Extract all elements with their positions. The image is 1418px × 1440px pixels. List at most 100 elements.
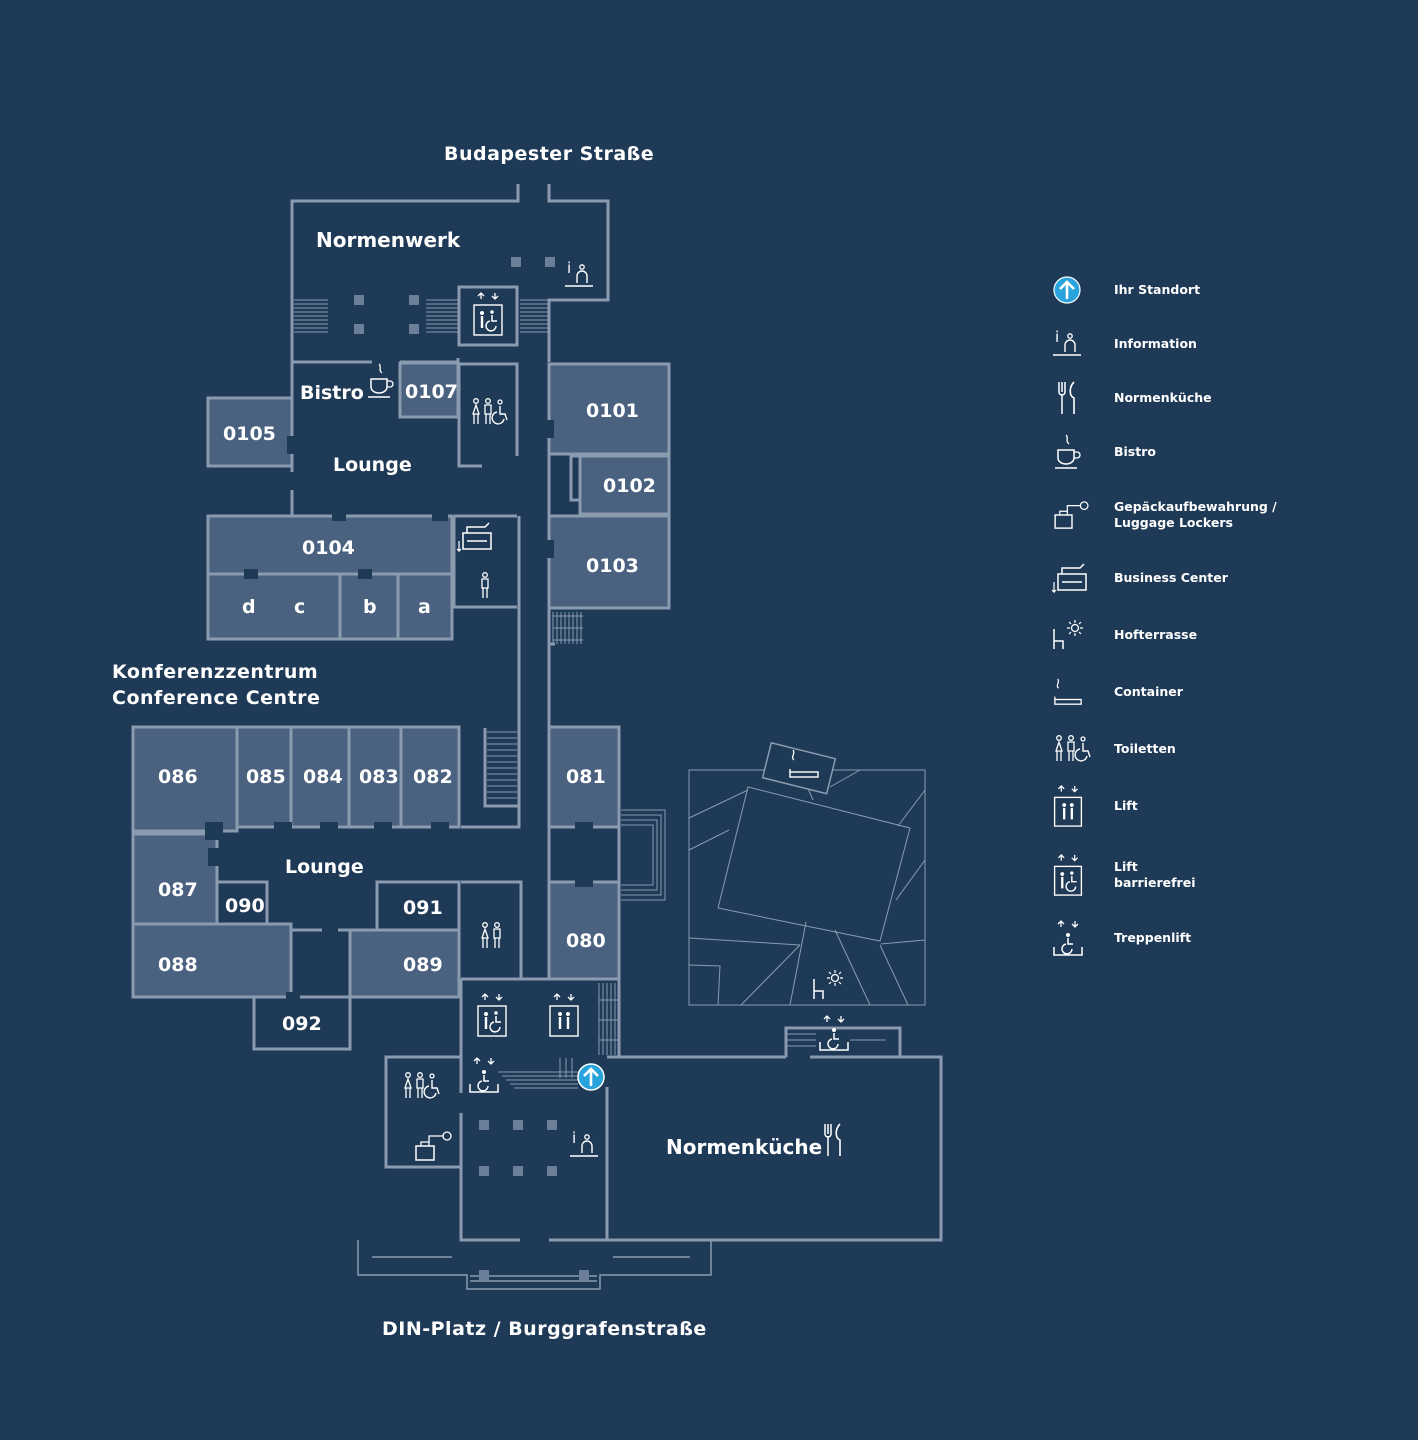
room-label-0105: 0105 [223, 423, 276, 445]
printer-icon [1051, 563, 1087, 593]
conference-room-labels: 086 085 084 083 082 081 Lounge 087 090 0… [158, 766, 606, 1035]
stairs-entrance [498, 1027, 886, 1089]
coffee-cup-icon [367, 363, 394, 398]
room-label-089: 089 [403, 954, 443, 976]
room-086[interactable] [131, 725, 239, 833]
legend-label: Lift [1114, 798, 1138, 813]
room-0104-dc[interactable] [206, 572, 342, 641]
area-label-lounge-lower: Lounge [285, 856, 364, 878]
door-gaps-upper [244, 420, 554, 579]
legend-item-luggage: Gepäckaufbewahrung / Luggage Lockers [1052, 495, 1382, 535]
information-icon [564, 258, 594, 287]
room-label-088: 088 [158, 954, 198, 976]
legend-item-treppenlift: Treppenlift [1052, 918, 1382, 958]
room-label-086: 086 [158, 766, 198, 788]
legend-label: Normenküche [1114, 390, 1212, 405]
stair-lift-icon [819, 1015, 849, 1051]
stair-lift-icon [469, 1057, 499, 1093]
conference-centre-title-en: Conference Centre [112, 687, 321, 709]
legend-label: Gepäckaufbewahrung / Luggage Lockers [1114, 499, 1277, 530]
room-label-0104: 0104 [302, 537, 355, 559]
area-label-lounge-upper: Lounge [333, 454, 412, 476]
accessible-lift-icon [476, 992, 508, 1038]
room-080[interactable] [547, 880, 621, 981]
lift-icon [548, 992, 580, 1038]
area-label-normenkueche: Normenküche [666, 1135, 822, 1159]
columns-entrance [479, 1120, 589, 1280]
conference-centre [131, 725, 621, 1057]
legend-item-lift: Lift [1052, 784, 1382, 828]
conference-centre-title: Konferenzzentrum Conference Centre [112, 659, 320, 711]
columns-normenwerk [354, 257, 555, 334]
stair-lift-icon [1053, 920, 1083, 956]
stairs-upper [552, 612, 583, 644]
room-label-0104-c: c [294, 596, 305, 618]
room-091[interactable] [375, 880, 461, 932]
room-081[interactable] [547, 725, 621, 829]
lift-shaft-normenwerk [457, 285, 519, 347]
room-0103[interactable] [547, 514, 671, 610]
legend-item-business-center: Business Center [1051, 558, 1382, 598]
legend-item-toiletten: Toiletten [1052, 729, 1382, 769]
room-label-0104-a: a [418, 596, 431, 618]
room-label-0103: 0103 [586, 555, 639, 577]
street-label-north: Budapester Straße [444, 143, 655, 165]
luggage-locker-icon [415, 1131, 452, 1161]
information-icon [569, 1128, 599, 1157]
room-092[interactable] [252, 995, 352, 1051]
room-label-083: 083 [359, 766, 399, 788]
room-0105[interactable] [206, 396, 294, 468]
room-0101[interactable] [547, 362, 671, 456]
stairs-conference [487, 731, 666, 1055]
room-0102[interactable] [578, 454, 671, 516]
legend-label: Toiletten [1114, 741, 1176, 756]
normenwerk-block [290, 184, 610, 364]
you-are-here-marker [577, 1063, 605, 1091]
legend-item-standort: Ihr Standort [1052, 270, 1382, 310]
smoking-container [761, 741, 837, 795]
room-label-0101: 0101 [586, 400, 639, 422]
entrance-hall [384, 1026, 943, 1242]
room-087[interactable] [131, 832, 219, 926]
legend-label: Treppenlift [1114, 930, 1192, 945]
room-085[interactable] [235, 725, 293, 829]
printer-icon [456, 522, 492, 552]
toilets-icon [472, 398, 508, 425]
room-088[interactable] [131, 922, 293, 999]
room-label-090: 090 [225, 895, 265, 917]
entrance-canopy [357, 1240, 712, 1290]
courtyard-hofterrasse [688, 769, 926, 1006]
upper-floor [206, 361, 671, 728]
street-label-south: DIN-Platz / Burggrafenstraße [382, 1318, 707, 1340]
room-label-0107: 0107 [405, 381, 458, 403]
area-label-bistro: Bistro [300, 382, 364, 404]
toilets-icon [1055, 735, 1091, 762]
room-label-087: 087 [158, 879, 198, 901]
toilets-icon [481, 922, 501, 949]
terrace-icon [1053, 619, 1084, 650]
legend-label: Hofterrasse [1114, 627, 1198, 642]
room-0104[interactable] [206, 514, 454, 576]
accessible-lift-icon [1053, 853, 1083, 897]
restaurant-icon [824, 1123, 841, 1157]
room-082[interactable] [399, 725, 461, 829]
lift-icon [1053, 784, 1083, 828]
smoking-icon [1054, 678, 1082, 705]
legend-item-bistro: Bistro [1052, 432, 1382, 472]
restaurant-icon [1058, 381, 1075, 415]
room-label-082: 082 [413, 766, 453, 788]
room-label-085: 085 [246, 766, 286, 788]
area-label-normenwerk: Normenwerk [316, 228, 461, 252]
room-label-0104-b: b [363, 596, 377, 618]
conference-centre-title-de: Konferenzzentrum [112, 661, 319, 683]
room-label-080: 080 [566, 930, 606, 952]
terrace-icon [813, 969, 844, 1000]
room-label-092: 092 [282, 1013, 322, 1035]
legend-label: Bistro [1114, 444, 1156, 459]
stairs-normenwerk [294, 299, 548, 333]
room-0104-a[interactable] [396, 572, 454, 641]
legend-item-container: Container [1052, 672, 1382, 712]
accessible-lift-icon [472, 291, 504, 337]
legend-item-normenkueche: Normenküche [1052, 378, 1382, 418]
legend-item-hofterrasse: Hofterrasse [1052, 615, 1382, 655]
